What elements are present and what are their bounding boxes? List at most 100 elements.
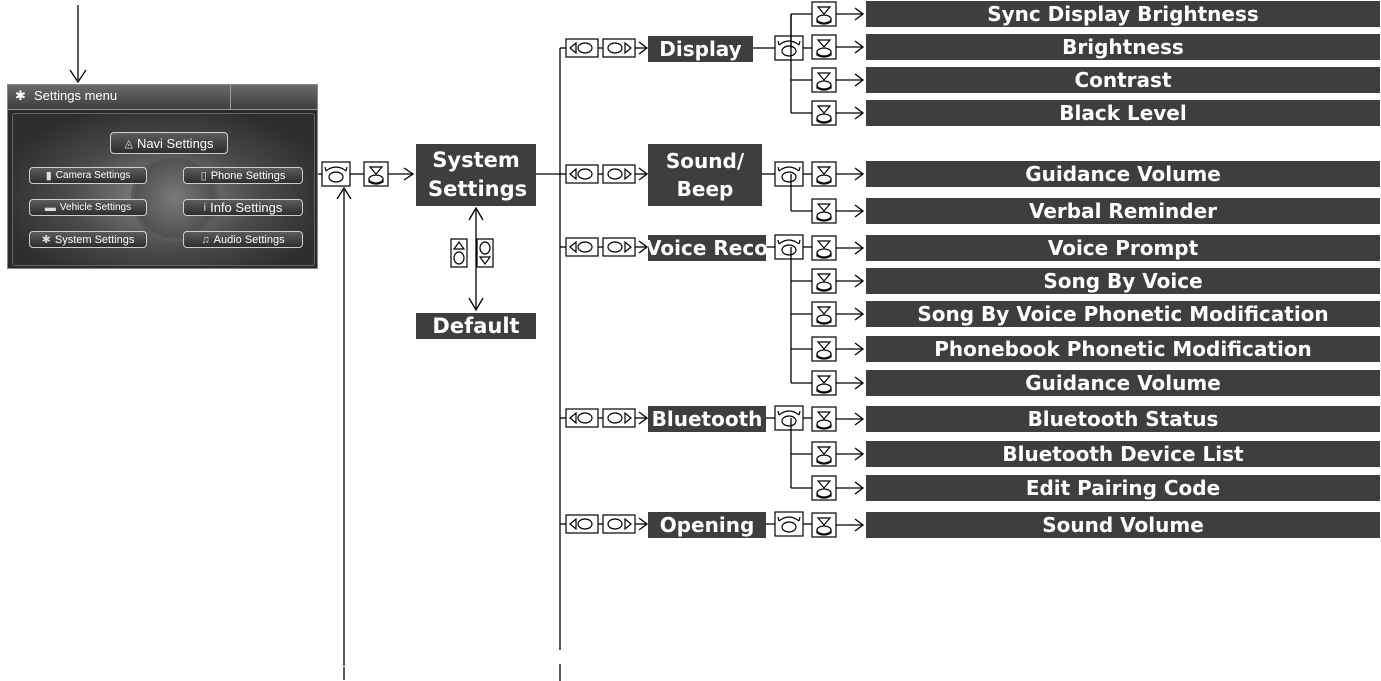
audio-settings-button[interactable]: ♫ Audio Settings [183, 231, 303, 248]
system-settings-text: System Settings [428, 146, 524, 204]
vehicle-settings-button[interactable]: ▬ Vehicle Settings [29, 199, 147, 216]
tilt-up-icon [451, 239, 467, 267]
tilt-left-icon [566, 39, 598, 57]
default-node: Default [416, 313, 536, 339]
system-settings-label: System Settings [55, 234, 134, 246]
press-knob-icon [812, 371, 836, 395]
category-3: Bluetooth [648, 406, 766, 432]
press-knob-icon [812, 302, 836, 326]
category-label: Opening [660, 513, 755, 537]
audio-icon: ♫ [201, 234, 209, 246]
category-0: Display [648, 36, 753, 62]
setting-item: Guidance Volume [866, 370, 1380, 396]
press-knob-icon [812, 35, 836, 59]
setting-item-label: Brightness [1062, 35, 1184, 59]
category-label: Sound/ Beep [665, 147, 745, 203]
gear-icon: ✱ [15, 89, 26, 104]
tilt-right-icon [603, 39, 635, 57]
navi-settings-button[interactable]: ◬ Navi Settings [110, 132, 228, 154]
press-knob-icon [812, 68, 836, 92]
tilt-left-icon [566, 515, 598, 533]
category-label: Voice Reco [646, 236, 768, 260]
tilt-left-icon [566, 238, 598, 256]
setting-item: Brightness [866, 34, 1380, 60]
phone-settings-label: Phone Settings [211, 170, 286, 182]
camera-settings-label: Camera Settings [56, 170, 130, 181]
info-icon: i [204, 202, 206, 214]
press-knob-icon [364, 162, 388, 186]
press-knob-icon [812, 442, 836, 466]
setting-item: Bluetooth Status [866, 406, 1380, 432]
system-settings-button[interactable]: ✱ System Settings [29, 231, 147, 248]
setting-item-label: Bluetooth Device List [1002, 442, 1243, 466]
navi-settings-label: Navi Settings [137, 136, 214, 151]
setting-item: Guidance Volume [866, 161, 1380, 187]
tilt-right-icon [603, 238, 635, 256]
press-knob-icon [812, 269, 836, 293]
category-label: Display [659, 37, 741, 61]
press-knob-icon [812, 162, 836, 186]
press-knob-icon [812, 513, 836, 537]
setting-item: Bluetooth Device List [866, 441, 1380, 467]
press-knob-icon [812, 407, 836, 431]
setting-item-label: Phonebook Phonetic Modification [934, 337, 1312, 361]
system-gear-icon: ✱ [42, 233, 51, 246]
setting-item: Contrast [866, 67, 1380, 93]
setting-item: Phonebook Phonetic Modification [866, 336, 1380, 362]
category-label: Bluetooth [652, 407, 763, 431]
setting-item-label: Bluetooth Status [1028, 407, 1219, 431]
setting-item-label: Sync Display Brightness [987, 2, 1259, 26]
vehicle-settings-label: Vehicle Settings [60, 202, 131, 213]
info-settings-button[interactable]: i Info Settings [183, 199, 303, 216]
setting-item: Voice Prompt [866, 235, 1380, 261]
rotate-knob-icon [775, 235, 803, 259]
vehicle-icon: ▬ [45, 202, 56, 214]
default-text: Default [432, 314, 519, 338]
rotate-knob-icon [775, 406, 803, 430]
system-settings-node: System Settings [416, 144, 536, 206]
setting-item: Sound Volume [866, 512, 1380, 538]
tilt-left-icon [566, 409, 598, 427]
setting-item-label: Song By Voice Phonetic Modification [917, 302, 1328, 326]
press-knob-icon [812, 236, 836, 260]
press-knob-icon [812, 476, 836, 500]
phone-icon: ▯ [201, 169, 207, 182]
tilt-right-icon [603, 165, 635, 183]
settings-menu-screen: ✱ Settings menu ◬ Navi Settings ▮ Camera… [7, 84, 318, 269]
rotate-knob-icon [775, 36, 803, 60]
setting-item: Edit Pairing Code [866, 475, 1380, 501]
rotate-knob-icon [322, 162, 350, 186]
setting-item: Sync Display Brightness [866, 1, 1380, 27]
info-settings-label: Info Settings [210, 200, 282, 215]
camera-settings-button[interactable]: ▮ Camera Settings [29, 167, 147, 184]
rotate-knob-icon [775, 162, 803, 186]
setting-item: Verbal Reminder [866, 198, 1380, 224]
rotate-knob-icon [775, 512, 803, 536]
category-4: Opening [648, 512, 766, 538]
tilt-right-icon [603, 515, 635, 533]
setting-item-label: Black Level [1059, 101, 1186, 125]
setting-item-label: Verbal Reminder [1029, 199, 1217, 223]
phone-settings-button[interactable]: ▯ Phone Settings [183, 167, 303, 184]
press-knob-icon [812, 2, 836, 26]
press-knob-icon [812, 199, 836, 223]
settings-panel: ◬ Navi Settings ▮ Camera Settings ▯ Phon… [12, 113, 315, 266]
setting-item-label: Voice Prompt [1048, 236, 1198, 260]
tilt-down-icon [477, 239, 493, 267]
setting-item: Song By Voice [866, 268, 1380, 294]
audio-settings-label: Audio Settings [214, 234, 285, 246]
setting-item-label: Guidance Volume [1025, 162, 1221, 186]
screen-titlebar: ✱ Settings menu [8, 85, 317, 110]
screen-title: Settings menu [34, 88, 117, 103]
setting-item-label: Guidance Volume [1025, 371, 1221, 395]
press-knob-icon [812, 101, 836, 125]
category-2: Voice Reco [648, 235, 766, 261]
tilt-right-icon [603, 409, 635, 427]
setting-item-label: Sound Volume [1042, 513, 1204, 537]
press-knob-icon [812, 337, 836, 361]
tilt-left-icon [566, 165, 598, 183]
camera-icon: ▮ [46, 169, 52, 182]
setting-item-label: Edit Pairing Code [1026, 476, 1220, 500]
setting-item: Song By Voice Phonetic Modification [866, 301, 1380, 327]
